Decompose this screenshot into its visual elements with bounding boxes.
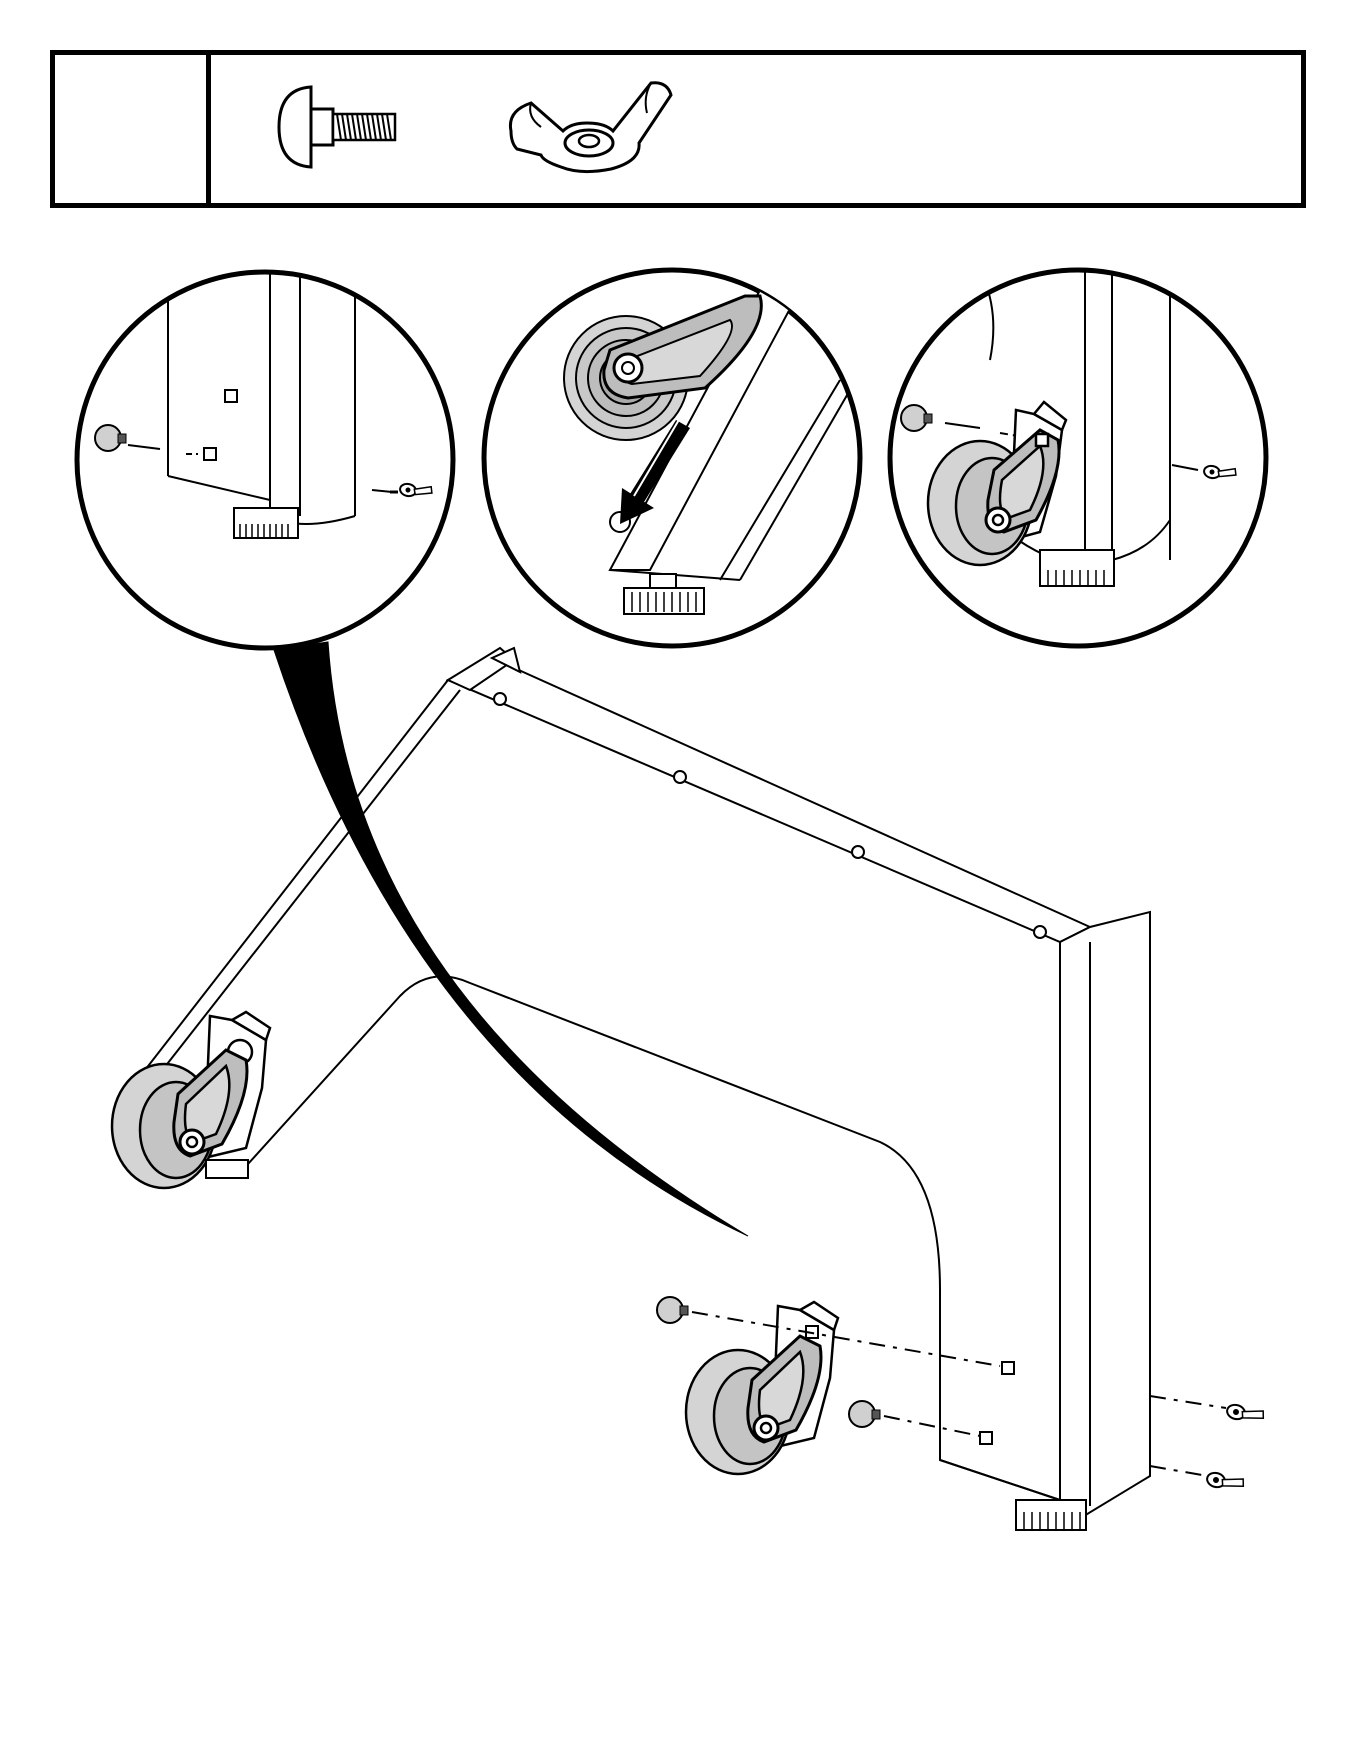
left-caster bbox=[112, 1012, 270, 1188]
detail-bolt-through-leg bbox=[77, 272, 453, 648]
detail-caster-slide-on bbox=[484, 270, 860, 646]
front-caster bbox=[686, 1302, 838, 1474]
wing-nut-upper bbox=[1225, 1402, 1265, 1426]
leg-frame bbox=[114, 648, 1150, 1530]
detail-caster-fastened bbox=[890, 270, 1266, 646]
callout-swoosh bbox=[274, 642, 748, 1236]
wing-nut-lower bbox=[1205, 1470, 1245, 1494]
